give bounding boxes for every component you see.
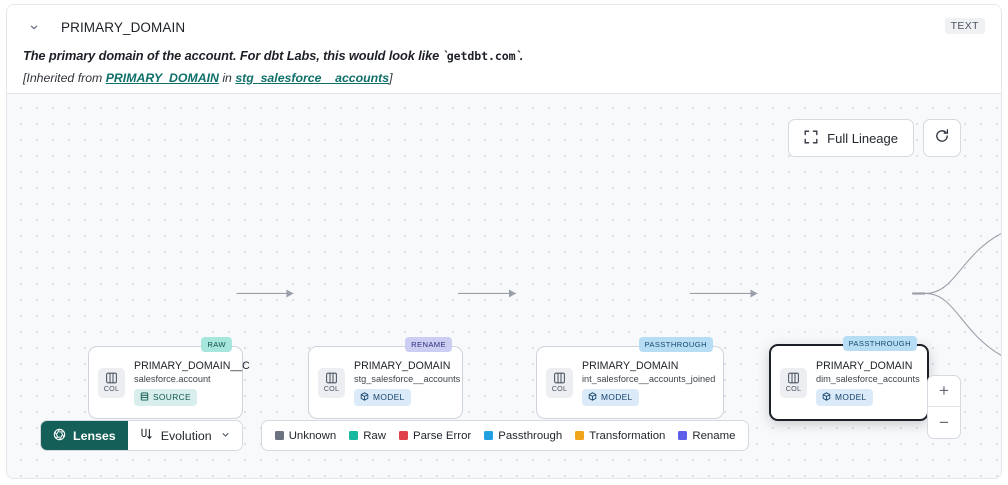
node-kind-badge: MODEL — [582, 388, 639, 406]
evolution-label: Evolution — [160, 428, 212, 443]
chevron-down-icon — [220, 429, 231, 443]
type-badge: TEXT — [944, 18, 985, 34]
node-text: PRIMARY_DOMAIN stg_salesforce__accounts … — [354, 359, 461, 406]
legend-label: Unknown — [288, 429, 337, 442]
lenses-button[interactable]: Lenses — [41, 421, 128, 450]
column-chip-label: COL — [323, 384, 340, 394]
inherited-column-link[interactable]: PRIMARY_DOMAIN — [105, 71, 219, 85]
legend-label: Rename — [692, 429, 736, 442]
node-column-name: PRIMARY_DOMAIN__C — [134, 359, 250, 372]
bottom-toolbar: Lenses Evolution — [40, 420, 750, 451]
node-text: PRIMARY_DOMAIN__C salesforce.account SOU… — [134, 359, 250, 406]
cube-icon — [360, 391, 369, 403]
node-tag: RAW — [201, 337, 232, 352]
node-table-name: int_salesforce__accounts_joined — [582, 373, 716, 384]
node-table-name: stg_salesforce__accounts — [354, 373, 461, 384]
zoom-controls: + − — [927, 375, 961, 439]
node-kind-badge: SOURCE — [134, 388, 197, 406]
legend-label: Passthrough — [498, 429, 563, 442]
node-kind-label: SOURCE — [153, 392, 191, 402]
legend-label: Transformation — [589, 429, 666, 442]
description-text-pre: The primary domain of the account. For d… — [23, 48, 447, 63]
lineage-node-selected[interactable]: PASSTHROUGH COL PRIMARY_DOMAIN dim_sales… — [769, 336, 929, 421]
legend-item: Raw — [349, 430, 386, 442]
lineage-node[interactable]: PASSTHROUGH COL PRIMARY_DOMAIN int_sales… — [536, 337, 724, 419]
description-code: getdbt.com — [446, 49, 516, 63]
refresh-icon — [934, 128, 950, 149]
lenses-group: Lenses Evolution — [40, 420, 243, 451]
legend-label: Raw — [363, 429, 386, 442]
node-tag: RENAME — [405, 337, 452, 352]
evolution-dropdown[interactable]: Evolution — [127, 421, 242, 450]
zoom-in-button[interactable]: + — [928, 376, 960, 407]
legend-item: Parse Error — [398, 429, 472, 442]
legend-swatch — [575, 431, 585, 440]
lenses-label: Lenses — [73, 428, 116, 443]
page-title: PRIMARY_DOMAIN — [61, 19, 186, 35]
column-description: The primary domain of the account. For d… — [23, 48, 985, 63]
node-kind-badge: MODEL — [816, 388, 873, 406]
column-chip-label: COL — [785, 384, 802, 394]
chevron-down-icon[interactable] — [27, 20, 41, 34]
node-column-name: PRIMARY_DOMAIN — [816, 359, 913, 372]
node-tag: PASSTHROUGH — [842, 336, 917, 351]
aperture-icon — [53, 428, 66, 444]
node-table-name: dim_salesforce_accounts — [816, 373, 920, 384]
column-detail-panel: PRIMARY_DOMAIN TEXT The primary domain o… — [6, 4, 1002, 479]
inherited-prefix: [Inherited from — [23, 71, 106, 85]
evolution-icon — [139, 427, 153, 444]
description-text-post: `. — [515, 48, 524, 63]
cube-icon — [822, 391, 831, 403]
lineage-node[interactable]: RENAME COL PRIMARY_DOMAIN stg_salesforce… — [308, 337, 463, 419]
node-column-name: PRIMARY_DOMAIN — [354, 359, 451, 372]
legend-label: Parse Error — [412, 429, 472, 442]
node-kind-badge: MODEL — [354, 388, 411, 406]
full-lineage-label: Full Lineage — [827, 130, 898, 146]
node-kind-label: MODEL — [373, 392, 405, 402]
legend-swatch — [484, 431, 494, 440]
column-icon: COL — [780, 367, 807, 398]
zoom-out-button[interactable]: − — [939, 412, 949, 432]
inherited-model-link[interactable]: stg_salesforce__accounts — [235, 71, 390, 85]
lineage-node[interactable]: RAW COL PRIMARY_DOMAIN__C salesforce.acc… — [88, 337, 250, 419]
column-header: PRIMARY_DOMAIN TEXT The primary domain o… — [7, 5, 1001, 93]
column-chip-label: COL — [103, 384, 120, 394]
full-lineage-button[interactable]: Full Lineage — [788, 119, 914, 157]
node-text: PRIMARY_DOMAIN int_salesforce__accounts_… — [582, 359, 716, 406]
refresh-button[interactable] — [923, 119, 961, 157]
node-text: PRIMARY_DOMAIN dim_salesforce_accounts M… — [816, 359, 920, 406]
node-kind-label: MODEL — [835, 392, 867, 402]
column-icon: COL — [546, 367, 573, 398]
inherited-from-line: [Inherited from PRIMARY_DOMAIN in stg_sa… — [23, 71, 985, 85]
legend-swatch — [349, 431, 359, 440]
inherited-suffix: ] — [389, 71, 393, 85]
expand-icon — [804, 130, 818, 147]
node-column-name: PRIMARY_DOMAIN — [582, 359, 679, 372]
database-icon — [140, 391, 149, 403]
node-tag: PASSTHROUGH — [638, 337, 713, 352]
lineage-canvas[interactable]: Full Lineage RAW COL — [7, 93, 1001, 478]
node-table-name: salesforce.account — [134, 373, 211, 384]
node-kind-label: MODEL — [601, 392, 633, 402]
legend-item: Unknown — [274, 429, 337, 442]
legend: Unknown Raw Parse Error Passthrough Tran… — [260, 420, 750, 451]
column-icon: COL — [318, 367, 345, 398]
legend-item: Rename — [678, 430, 735, 442]
canvas-controls: Full Lineage — [788, 119, 961, 157]
inherited-mid: in — [218, 71, 236, 85]
header-title-row: PRIMARY_DOMAIN — [23, 15, 985, 39]
legend-item: Transformation — [575, 430, 665, 442]
legend-item: Passthrough — [484, 430, 562, 442]
column-icon: COL — [98, 367, 125, 398]
column-chip-label: COL — [551, 384, 568, 394]
cube-icon — [588, 391, 597, 403]
legend-swatch — [274, 431, 284, 440]
legend-swatch — [398, 431, 408, 440]
legend-swatch — [678, 431, 688, 440]
